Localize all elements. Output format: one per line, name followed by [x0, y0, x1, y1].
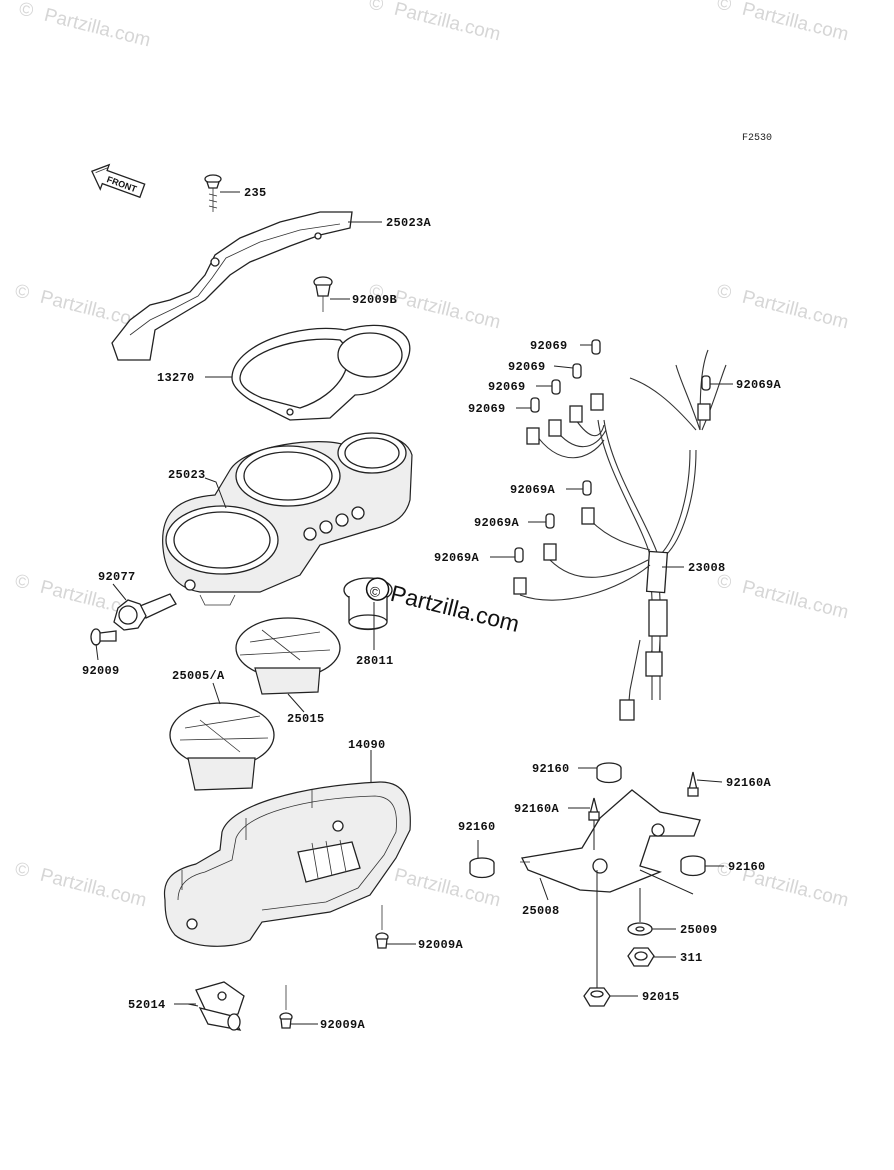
leader-lines [95, 191, 733, 1025]
watermark-copyright: © [13, 570, 32, 594]
callout-235: 235 [244, 186, 267, 200]
watermark-copyright: © [367, 0, 386, 16]
callout-23008: 23008 [688, 561, 726, 575]
watermark-copyright: © [715, 0, 734, 16]
washer-25009-icon [627, 922, 653, 936]
screw-92009a-lower-icon [279, 985, 293, 1029]
watermark-copyright: © [715, 280, 734, 304]
watermark-copyright: © [367, 280, 386, 304]
callout-25005a: 25005/A [172, 669, 225, 683]
callout-311: 311 [680, 951, 703, 965]
lower-case-icon [163, 781, 411, 947]
callout-14090: 14090 [348, 738, 386, 752]
callout-92077: 92077 [98, 570, 136, 584]
callout-92160a-1: 92160A [726, 776, 772, 790]
callout-92009: 92009 [82, 664, 120, 678]
damper-bracket-icon [520, 789, 701, 893]
callout-13270: 13270 [157, 371, 195, 385]
copyright-circle-icon [365, 577, 390, 601]
center-watermark-copyright: © [368, 583, 383, 601]
callout-92009a-upper: 92009A [418, 938, 464, 952]
watermark-text: Partzilla.com [38, 865, 149, 912]
callout-92015: 92015 [642, 990, 680, 1004]
connector-52014-icon [195, 981, 245, 1031]
callout-25023a: 25023A [386, 216, 432, 230]
meter-bracket-icon [111, 211, 353, 361]
trip-knob-icon [113, 593, 177, 631]
callout-92069a-1: 92069A [736, 378, 782, 392]
speedometer-icon [169, 702, 275, 791]
callout-92009b: 92009B [352, 293, 397, 307]
center-watermark-text: Partzilla.com [388, 580, 522, 637]
rubber-grommet-92160-right-icon [680, 855, 706, 877]
watermark-text: Partzilla.com [740, 287, 851, 334]
callout-92069a-2: 92069A [510, 483, 556, 497]
watermark-layer: ©Partzilla.com ©Partzilla.com ©Partzilla… [13, 0, 851, 911]
watermark-copyright: © [715, 858, 734, 882]
callout-92069a-4: 92069A [434, 551, 480, 565]
callout-92009a-lower: 92009A [320, 1018, 366, 1032]
callout-25015: 25015 [287, 712, 325, 726]
wire-harness-icon [513, 339, 727, 721]
callout-92069-2: 92069 [508, 360, 546, 374]
screw-92009b-icon [313, 276, 333, 312]
tachometer-icon [235, 617, 341, 695]
callout-92069-1: 92069 [530, 339, 568, 353]
collar-92160a-mid-icon [588, 797, 600, 821]
callout-92069a-3: 92069A [474, 516, 520, 530]
callout-92160a-2: 92160A [514, 802, 560, 816]
screw-92009a-upper-icon [375, 905, 389, 949]
nut-311-icon [627, 947, 655, 967]
watermark-copyright: © [13, 280, 32, 304]
callout-92160-1: 92160 [532, 762, 570, 776]
callout-92069-4: 92069 [468, 402, 506, 416]
screw-235-icon [204, 174, 222, 212]
watermark-text: Partzilla.com [740, 0, 851, 45]
watermark-text: Partzilla.com [392, 287, 503, 334]
callout-92069-3: 92069 [488, 380, 526, 394]
front-arrow-icon: FRONT [91, 163, 146, 199]
diagram-code: F2530 [742, 133, 772, 144]
callout-92160-2: 92160 [458, 820, 496, 834]
meter-gasket-icon [231, 324, 411, 421]
watermark-copyright: © [715, 570, 734, 594]
screw-92009-icon [90, 628, 117, 646]
nut-92015-icon [583, 987, 611, 1007]
meter-case-icon [162, 432, 413, 606]
watermark-text: Partzilla.com [740, 577, 851, 624]
watermark-text: Partzilla.com [42, 5, 153, 52]
collar-92160a-top-icon [687, 771, 699, 797]
callout-25008: 25008 [522, 904, 560, 918]
callout-25023: 25023 [168, 468, 206, 482]
callout-52014: 52014 [128, 998, 166, 1012]
rubber-grommet-92160-left-icon [469, 857, 495, 879]
callout-25009: 25009 [680, 923, 718, 937]
watermark-copyright: © [17, 0, 36, 22]
callout-92160-3: 92160 [728, 860, 766, 874]
watermark-copyright: © [13, 858, 32, 882]
callout-28011: 28011 [356, 654, 394, 668]
rubber-grommet-92160-top-icon [596, 762, 622, 784]
watermark-text: Partzilla.com [392, 0, 503, 45]
callout-labels: 235 25023A 92009B 13270 25023 92077 9200… [82, 186, 782, 1032]
